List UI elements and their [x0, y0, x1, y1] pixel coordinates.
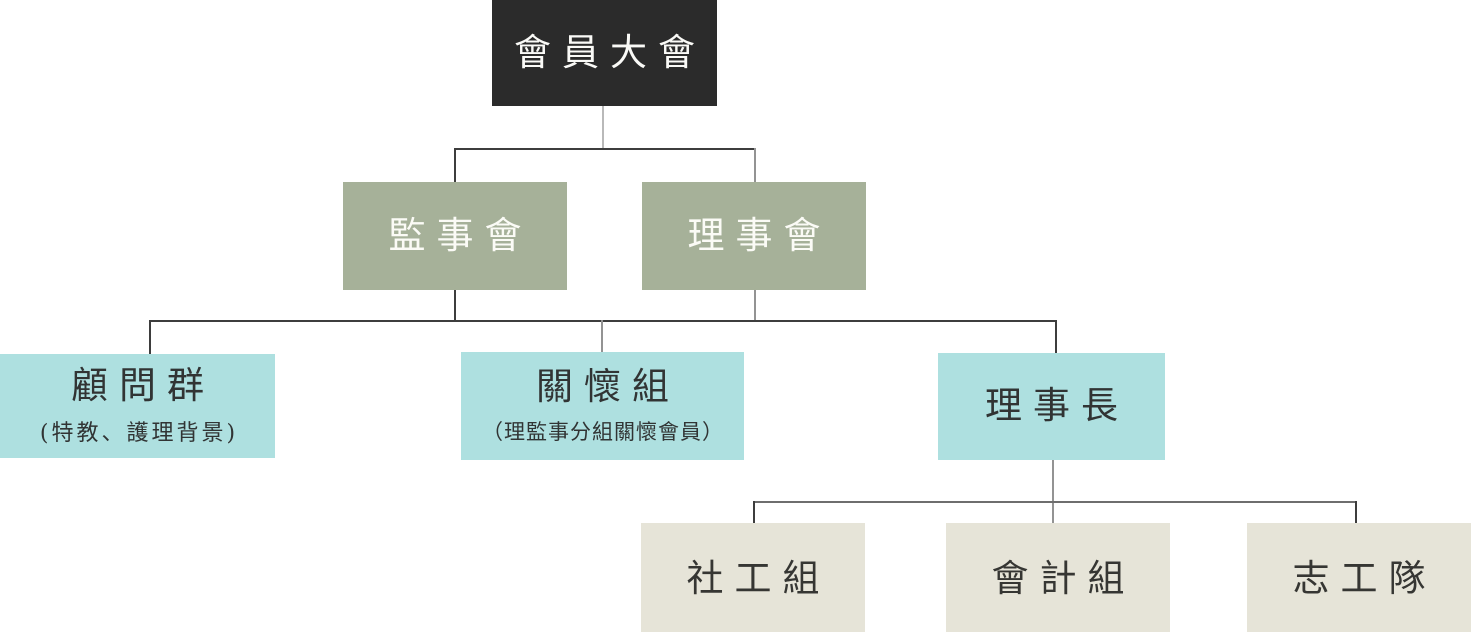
org-node-social-work-group: 社工組: [641, 523, 865, 632]
node-sublabel-care-group: （理監事分組關懷會員）: [482, 419, 724, 444]
connector-root-stem: [602, 106, 604, 150]
node-label-accounting-group: 會計組: [991, 556, 1136, 600]
org-node-general-assembly: 會員大會: [492, 0, 717, 106]
node-label-general-assembly: 會員大會: [514, 30, 706, 74]
node-label-social-work-group: 社工組: [686, 556, 831, 600]
node-sublabel-advisors: (特教、護理背景): [39, 420, 239, 446]
connector-level2-horizontal: [454, 148, 756, 150]
org-node-care-group: 關懷組 （理監事分組關懷會員）: [461, 352, 744, 460]
node-label-advisors: 顧問群: [71, 364, 215, 408]
connector-directors-bottom: [754, 290, 756, 322]
connector-supervisors-bottom: [454, 290, 456, 322]
connector-advisors-drop: [149, 320, 151, 355]
connector-social-work-drop: [753, 501, 755, 524]
connector-supervisors-top: [454, 148, 456, 183]
connector-volunteer-drop: [1355, 501, 1357, 524]
org-node-supervisory-board: 監事會: [343, 182, 567, 290]
org-node-accounting-group: 會計組: [946, 523, 1170, 632]
connector-chairman-stem: [1052, 460, 1054, 523]
connector-level4-horizontal: [753, 501, 1357, 503]
connector-directors-top: [754, 148, 756, 183]
org-node-chairman: 理事長: [938, 353, 1165, 460]
node-label-volunteer-team: 志工隊: [1292, 556, 1437, 600]
node-label-board-of-directors: 理事會: [687, 213, 832, 257]
org-node-volunteer-team: 志工隊: [1247, 523, 1471, 632]
node-label-supervisory-board: 監事會: [388, 213, 533, 257]
node-label-chairman: 理事長: [985, 384, 1129, 428]
org-node-board-of-directors: 理事會: [642, 182, 866, 290]
connector-level3-horizontal: [149, 320, 1057, 322]
org-node-advisors: 顧問群 (特教、護理背景): [0, 354, 275, 458]
node-label-care-group: 關懷組: [536, 365, 680, 409]
connector-care-group-drop: [601, 320, 603, 353]
connector-chairman-drop: [1055, 320, 1057, 354]
